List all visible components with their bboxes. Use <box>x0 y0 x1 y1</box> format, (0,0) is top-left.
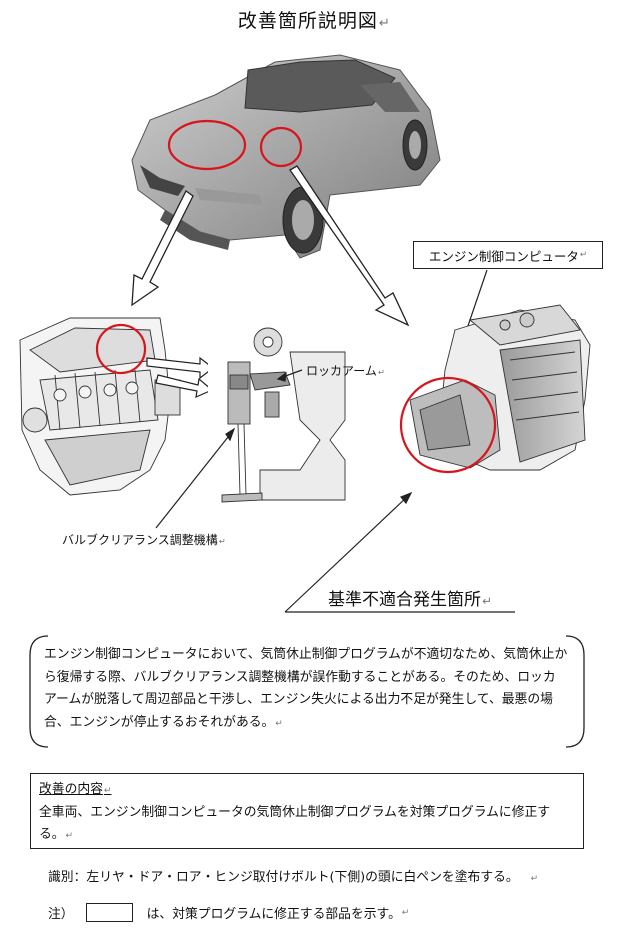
return-mark: ↵ <box>530 874 539 884</box>
nonconformity-text: 基準不適合発生箇所 <box>328 590 481 610</box>
rocker-arm-label: ロッカアーム↵ <box>306 362 385 379</box>
return-mark: ↵ <box>579 250 588 260</box>
note-legend-box <box>85 903 133 922</box>
arrow-to-ecu <box>289 165 410 327</box>
arrow-to-valve <box>146 356 214 380</box>
return-mark: ↵ <box>65 831 74 841</box>
identification-text: 識別：左リヤ・ドア・ロア・ヒンジ取付けボルト(下側)の頭に白ペンを塗布する。 <box>48 870 519 885</box>
return-mark: ↵ <box>103 786 112 796</box>
note-line: 注） は、対策プログラムに修正する部品を示す。↵ <box>48 903 409 922</box>
valve-mechanism-illustration <box>208 327 348 503</box>
ecu-highlight-circle <box>399 376 497 474</box>
improvement-box: 改善の内容↵ 全車両、エンジン制御コンピュータの気筒休止制御プログラムを対策プロ… <box>30 773 584 849</box>
engine-illustration <box>19 317 181 496</box>
hood-highlight-circle <box>167 119 247 171</box>
arrow-to-engine <box>131 190 194 307</box>
nonconformity-leader <box>284 495 409 613</box>
return-mark: ↵ <box>275 718 283 729</box>
arrow-to-valve-2 <box>155 374 214 398</box>
defect-description: エンジン制御コンピュータにおいて、気筒休止制御プログラムが不適切なため、気筒休止… <box>30 635 582 748</box>
valve-mechanism-leader <box>155 431 233 529</box>
note-prefix: 注） <box>48 907 74 922</box>
valve-highlight-circle <box>95 323 147 375</box>
return-mark: ↵ <box>378 16 392 31</box>
car-illustration <box>131 54 441 259</box>
ecu-location-highlight-circle <box>259 126 303 168</box>
valve-mechanism-label: バルブクリアランス調整機構↵ <box>62 531 226 548</box>
nonconformity-label: 基準不適合発生箇所↵ <box>328 585 492 610</box>
description-text: エンジン制御コンピュータにおいて、気筒休止制御プログラムが不適切なため、気筒休止… <box>44 647 568 730</box>
page-title: 改善箇所説明図↵ <box>237 10 392 32</box>
return-mark: ↵ <box>401 907 410 918</box>
ecu-label: エンジン制御コンピュータ <box>428 248 579 264</box>
improvement-text: 全車両、エンジン制御コンピュータの気筒休止制御プログラムを対策プログラムに修正す… <box>39 805 551 842</box>
valve-mechanism-text: バルブクリアランス調整機構 <box>62 533 218 547</box>
ecu-label-box: エンジン制御コンピュータ↵ <box>413 241 603 269</box>
improvement-heading: 改善の内容↵ <box>39 779 575 802</box>
rocker-arm-text: ロッカアーム <box>306 364 377 378</box>
note-text: は、対策プログラムに修正する部品を示す。 <box>146 907 401 922</box>
ecu-illustration <box>409 304 591 471</box>
return-mark: ↵ <box>482 594 492 608</box>
identification-line: 識別：左リヤ・ドア・ロア・ヒンジ取付けボルト(下側)の頭に白ペンを塗布する。 ↵ <box>48 866 538 885</box>
return-mark: ↵ <box>218 536 226 546</box>
improvement-heading-text: 改善の内容 <box>39 782 103 797</box>
return-mark: ↵ <box>377 367 385 377</box>
description-brackets <box>29 635 585 748</box>
